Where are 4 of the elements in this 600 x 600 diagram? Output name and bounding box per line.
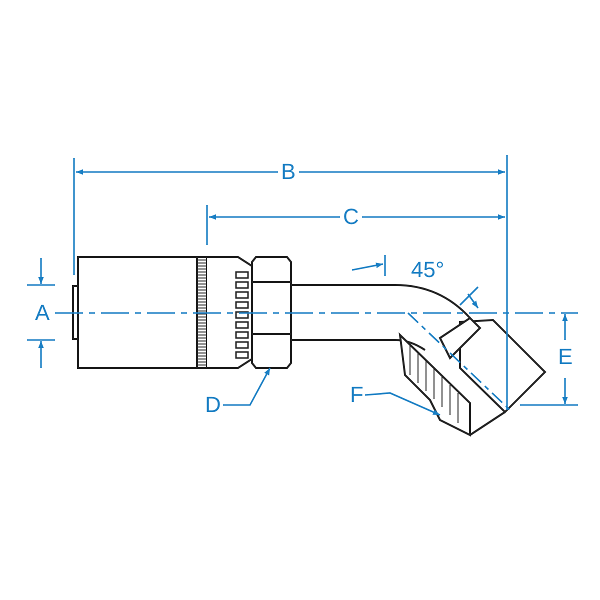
leader-line <box>223 368 271 406</box>
callout-letter: F <box>350 383 364 407</box>
callout-letter: D <box>205 393 221 417</box>
leader-line <box>364 392 440 416</box>
